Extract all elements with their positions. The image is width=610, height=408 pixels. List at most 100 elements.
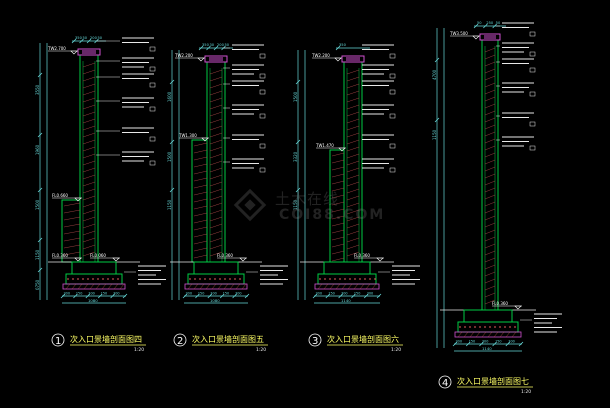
dimension-tick xyxy=(479,341,484,347)
cushion-hatch xyxy=(235,283,241,290)
wall-hatch xyxy=(346,230,360,236)
wall-hatch xyxy=(346,132,360,138)
wall-hatch xyxy=(209,209,223,215)
wall-hatch xyxy=(484,285,496,291)
wall-step-hatch xyxy=(193,149,208,154)
wall-hatch xyxy=(82,181,96,187)
dimension-tick xyxy=(325,293,331,299)
wall-step-hatch xyxy=(63,202,81,207)
cushion-hatch xyxy=(463,331,469,338)
cushion-hatch xyxy=(223,283,229,290)
wall-hatch xyxy=(82,153,96,159)
elevation-label: TW2.200 xyxy=(311,53,330,58)
dimension-tick xyxy=(71,38,77,44)
dimension-tick xyxy=(452,341,458,347)
cushion-hatch xyxy=(119,283,125,290)
rebar-dot xyxy=(459,326,461,328)
bottom-dimension-label: 300 xyxy=(186,292,192,296)
detail-tag xyxy=(149,160,156,166)
wall-step-outline xyxy=(191,139,208,263)
section-number: 3 xyxy=(312,336,318,347)
dimension-tick xyxy=(37,72,43,78)
wall-hatch xyxy=(346,244,360,250)
wall-hatch xyxy=(484,117,496,123)
cushion-hatch xyxy=(371,283,377,290)
rebar-dot xyxy=(474,326,476,328)
wall-step-hatch xyxy=(193,233,208,238)
dimension-tick xyxy=(244,293,250,299)
top-dimension-label: 200 xyxy=(217,43,225,47)
elevation-symbol xyxy=(112,257,120,262)
detail-tag xyxy=(149,136,156,142)
wall-hatch xyxy=(484,257,496,263)
rebar-dot xyxy=(82,278,84,280)
wall-hatch xyxy=(484,208,496,214)
wall-hatch xyxy=(209,216,223,222)
wall-hatch xyxy=(484,229,496,235)
dimension-tick xyxy=(79,38,84,44)
top-dimension-label: 200 xyxy=(90,36,98,40)
rebar-dot xyxy=(374,278,376,280)
footing-upper xyxy=(323,261,371,275)
bottom-dimension-label: 300 xyxy=(316,292,322,296)
wall-step-hatch xyxy=(331,215,345,220)
footing-upper xyxy=(463,309,513,323)
dimension-tick xyxy=(219,293,225,299)
section-title: 次入口景墙剖面图四 xyxy=(70,334,142,344)
wall-step-hatch xyxy=(193,198,208,203)
wall-step-hatch xyxy=(193,184,208,189)
wall-hatch xyxy=(209,83,223,89)
wall-coping-fill xyxy=(209,57,223,61)
dimension-tick xyxy=(169,139,175,145)
section-1: 35501960150011500750TW2.700FL0.660FL0.36… xyxy=(35,36,166,353)
elevation-symbol xyxy=(472,35,480,40)
bottom-dimension-label: 150 xyxy=(198,292,204,296)
detail-tag xyxy=(529,91,536,97)
wall-step-hatch xyxy=(331,159,345,164)
bottom-dimension-label: 150 xyxy=(223,292,229,296)
dimension-tick xyxy=(37,237,43,243)
wall-hatch xyxy=(484,250,496,256)
wall-hatch xyxy=(82,195,96,201)
wall-step-hatch xyxy=(63,209,81,214)
detail-tag xyxy=(259,73,266,79)
wall-coping xyxy=(341,55,365,63)
detail-tag xyxy=(389,53,396,59)
wall-hatch xyxy=(484,103,496,109)
wall-step-hatch xyxy=(331,201,345,206)
section-title: 次入口景墙剖面图六 xyxy=(327,334,399,344)
rebar-dot xyxy=(369,278,371,280)
rebar-dot xyxy=(504,326,506,328)
rebar-dot xyxy=(514,326,516,328)
dimension-tick xyxy=(213,45,219,51)
rebar-dot xyxy=(92,278,94,280)
wall-hatch xyxy=(346,146,360,152)
rebar-dot xyxy=(349,278,351,280)
wall-hatch xyxy=(209,118,223,124)
dimension-tick xyxy=(195,293,200,299)
bottom-dimension-label: 150 xyxy=(354,292,360,296)
detail-tag xyxy=(529,121,536,127)
wall-step-hatch xyxy=(193,212,208,217)
wall-step-hatch xyxy=(63,251,81,256)
elevation-label: FL0.060 xyxy=(90,253,106,258)
wall-step-hatch xyxy=(331,173,345,178)
wall-step-hatch xyxy=(331,180,345,185)
wall-hatch xyxy=(346,111,360,117)
wall-hatch xyxy=(484,47,496,53)
wall-hatch xyxy=(484,194,496,200)
height-dimension-label: 1500 xyxy=(35,199,40,210)
section-number-circle xyxy=(438,375,452,389)
cushion-hatch xyxy=(347,283,353,290)
wall-hatch xyxy=(484,264,496,270)
bottom-dimension-label: 300 xyxy=(482,340,488,344)
cushion-hatch xyxy=(71,283,77,290)
wall-hatch xyxy=(346,223,360,229)
bottom-dimension-label: 150 xyxy=(469,340,475,344)
cushion-hatch xyxy=(323,283,329,290)
detail-tag xyxy=(389,73,396,79)
dimension-tick xyxy=(338,293,343,299)
dimension-tick xyxy=(37,267,43,273)
